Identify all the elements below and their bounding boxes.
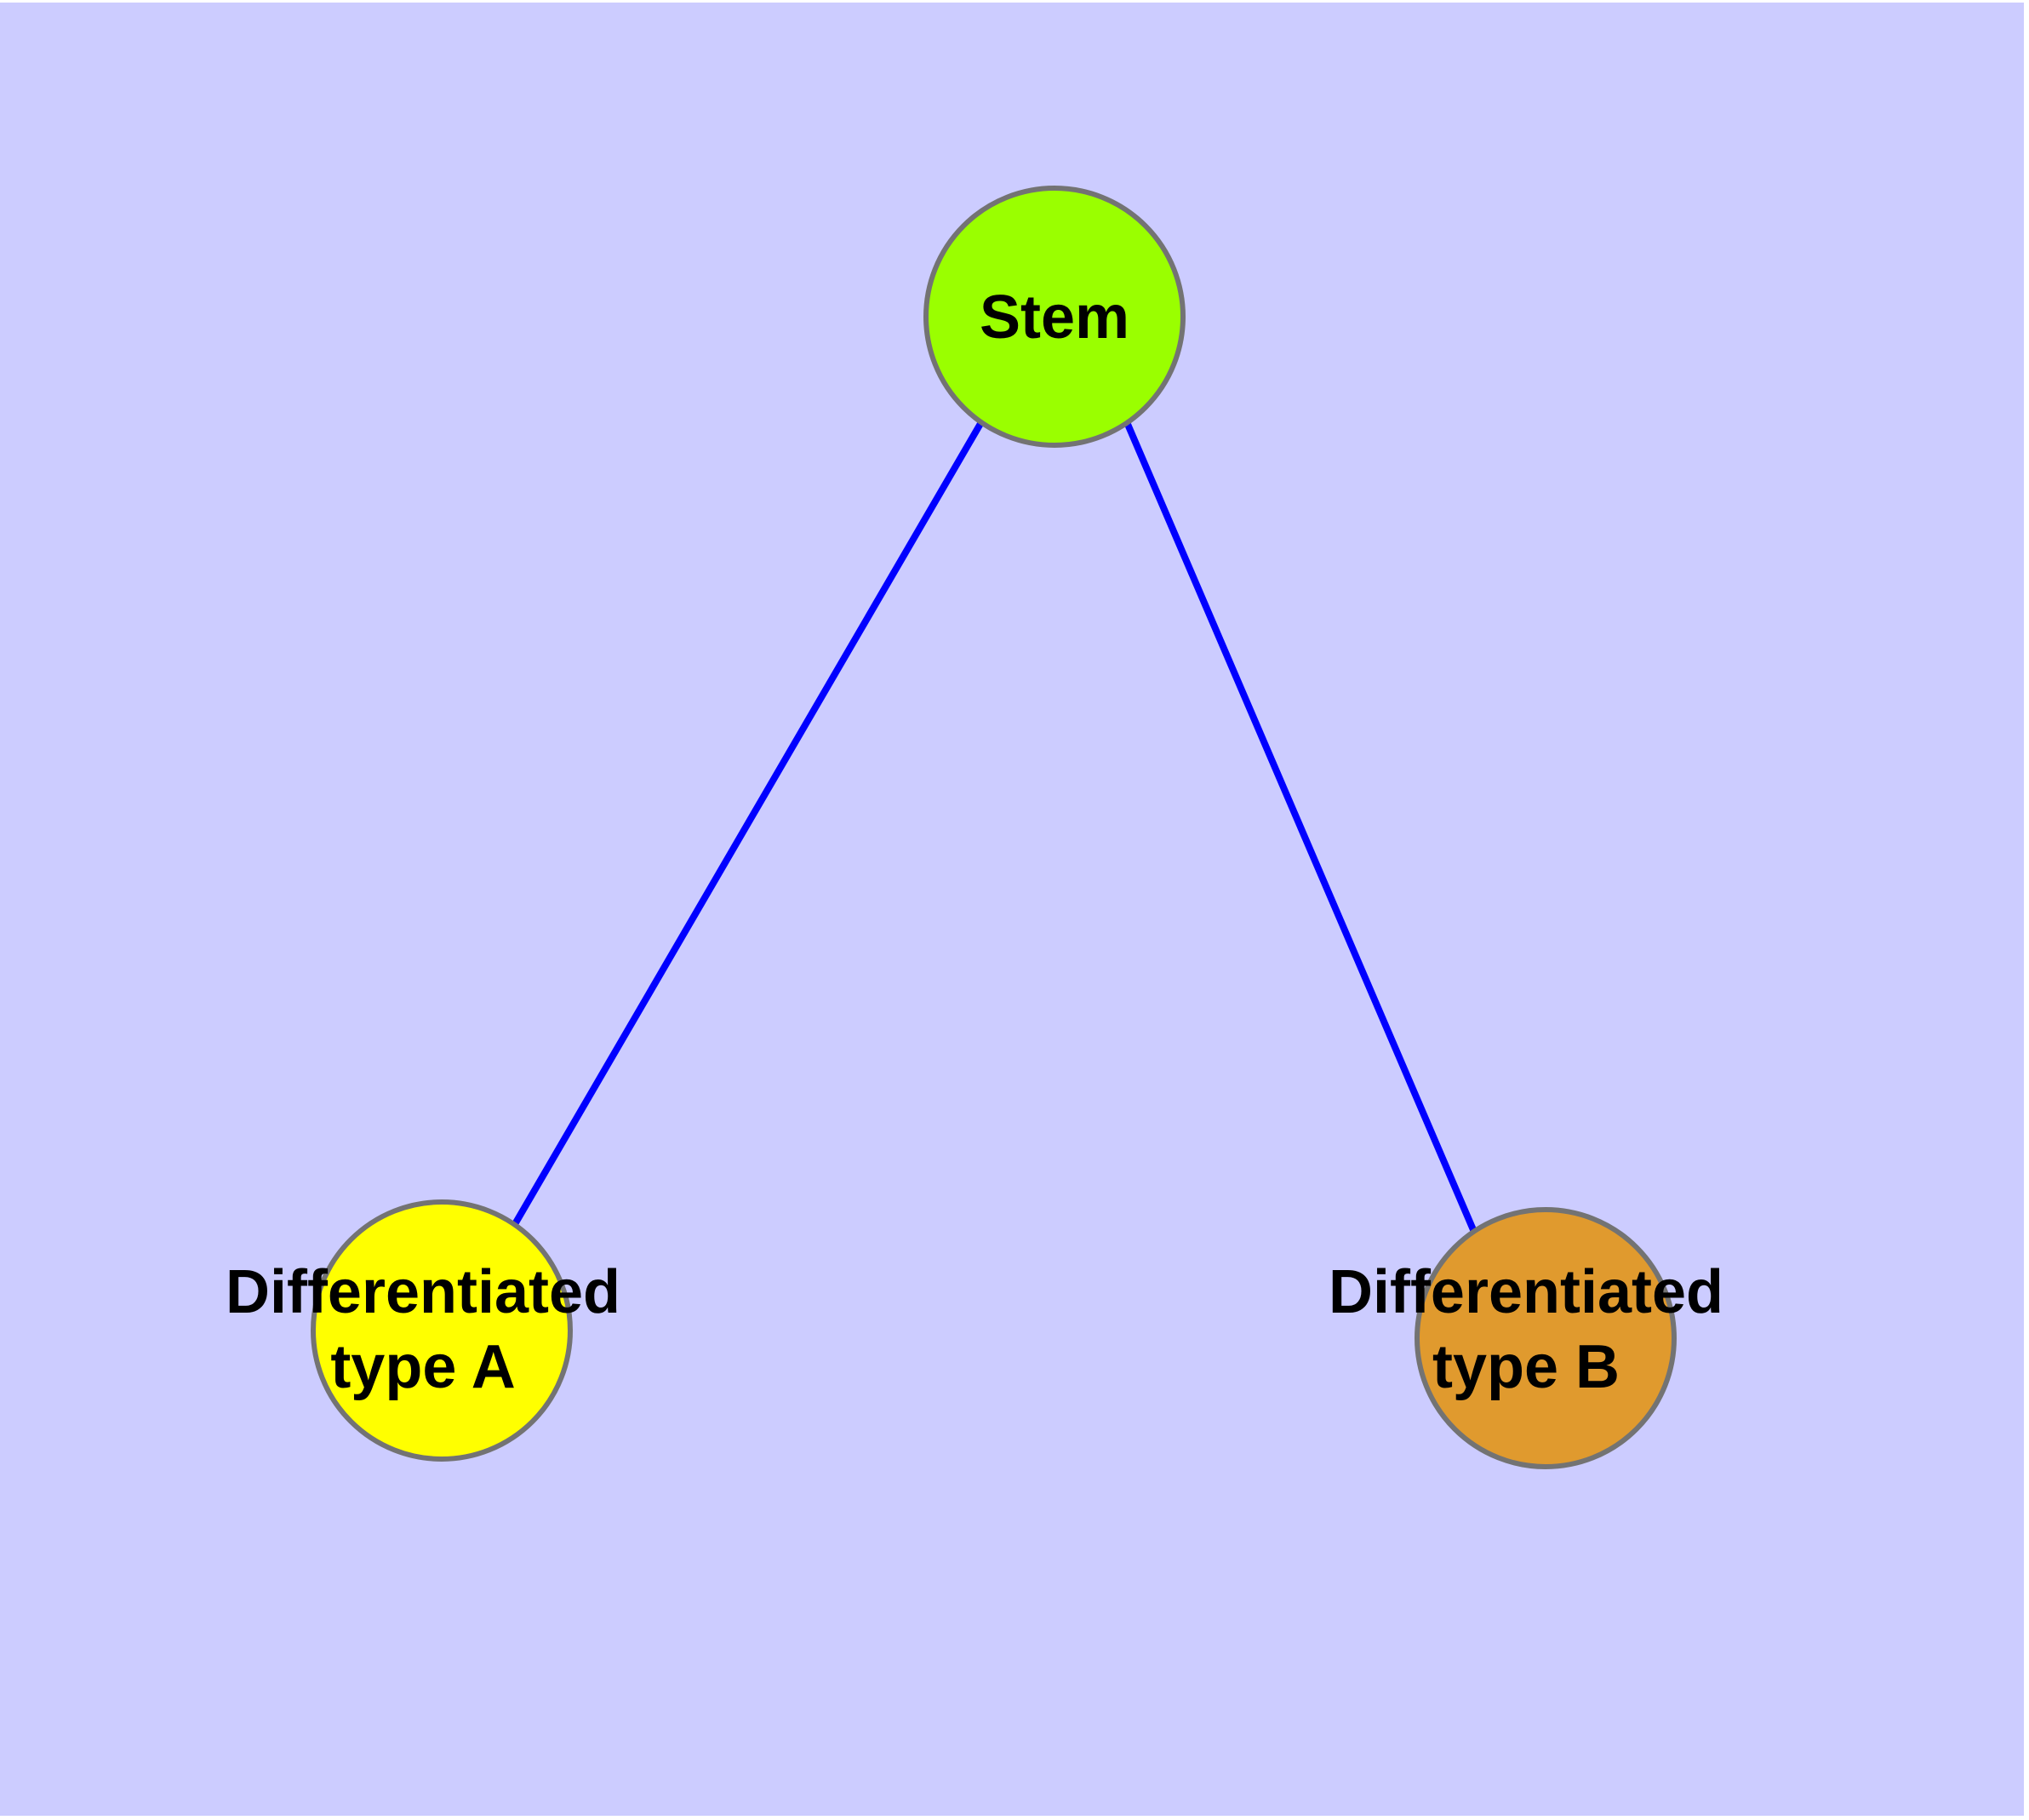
node-differentiated-type-b-circle[interactable] <box>1415 1207 1677 1469</box>
node-stem[interactable]: Stem <box>923 186 1186 448</box>
node-differentiated-type-b[interactable] <box>1415 1207 1677 1469</box>
node-stem-circle[interactable] <box>923 186 1186 448</box>
label-layer: Differentiated type A Differentiated typ… <box>226 1258 1723 1401</box>
node-differentiated-type-a-label-line1: Differentiated <box>226 1258 620 1326</box>
node-differentiated-type-b-label-line1: Differentiated <box>1329 1258 1723 1326</box>
node-layer: Stem <box>311 186 1677 1469</box>
edge-stem-to-differentiated-type-a[interactable] <box>512 420 985 1227</box>
node-stem-label: Stem <box>980 283 1129 352</box>
node-differentiated-type-b-label-line2: type B <box>1432 1333 1620 1401</box>
node-differentiated-type-a-circle[interactable] <box>311 1199 573 1462</box>
edge-stem-to-differentiated-type-b[interactable] <box>1123 421 1477 1233</box>
node-differentiated-type-a-label-line2: type A <box>330 1333 515 1401</box>
edge-layer <box>512 420 1477 1233</box>
node-differentiated-type-a[interactable] <box>311 1199 573 1462</box>
